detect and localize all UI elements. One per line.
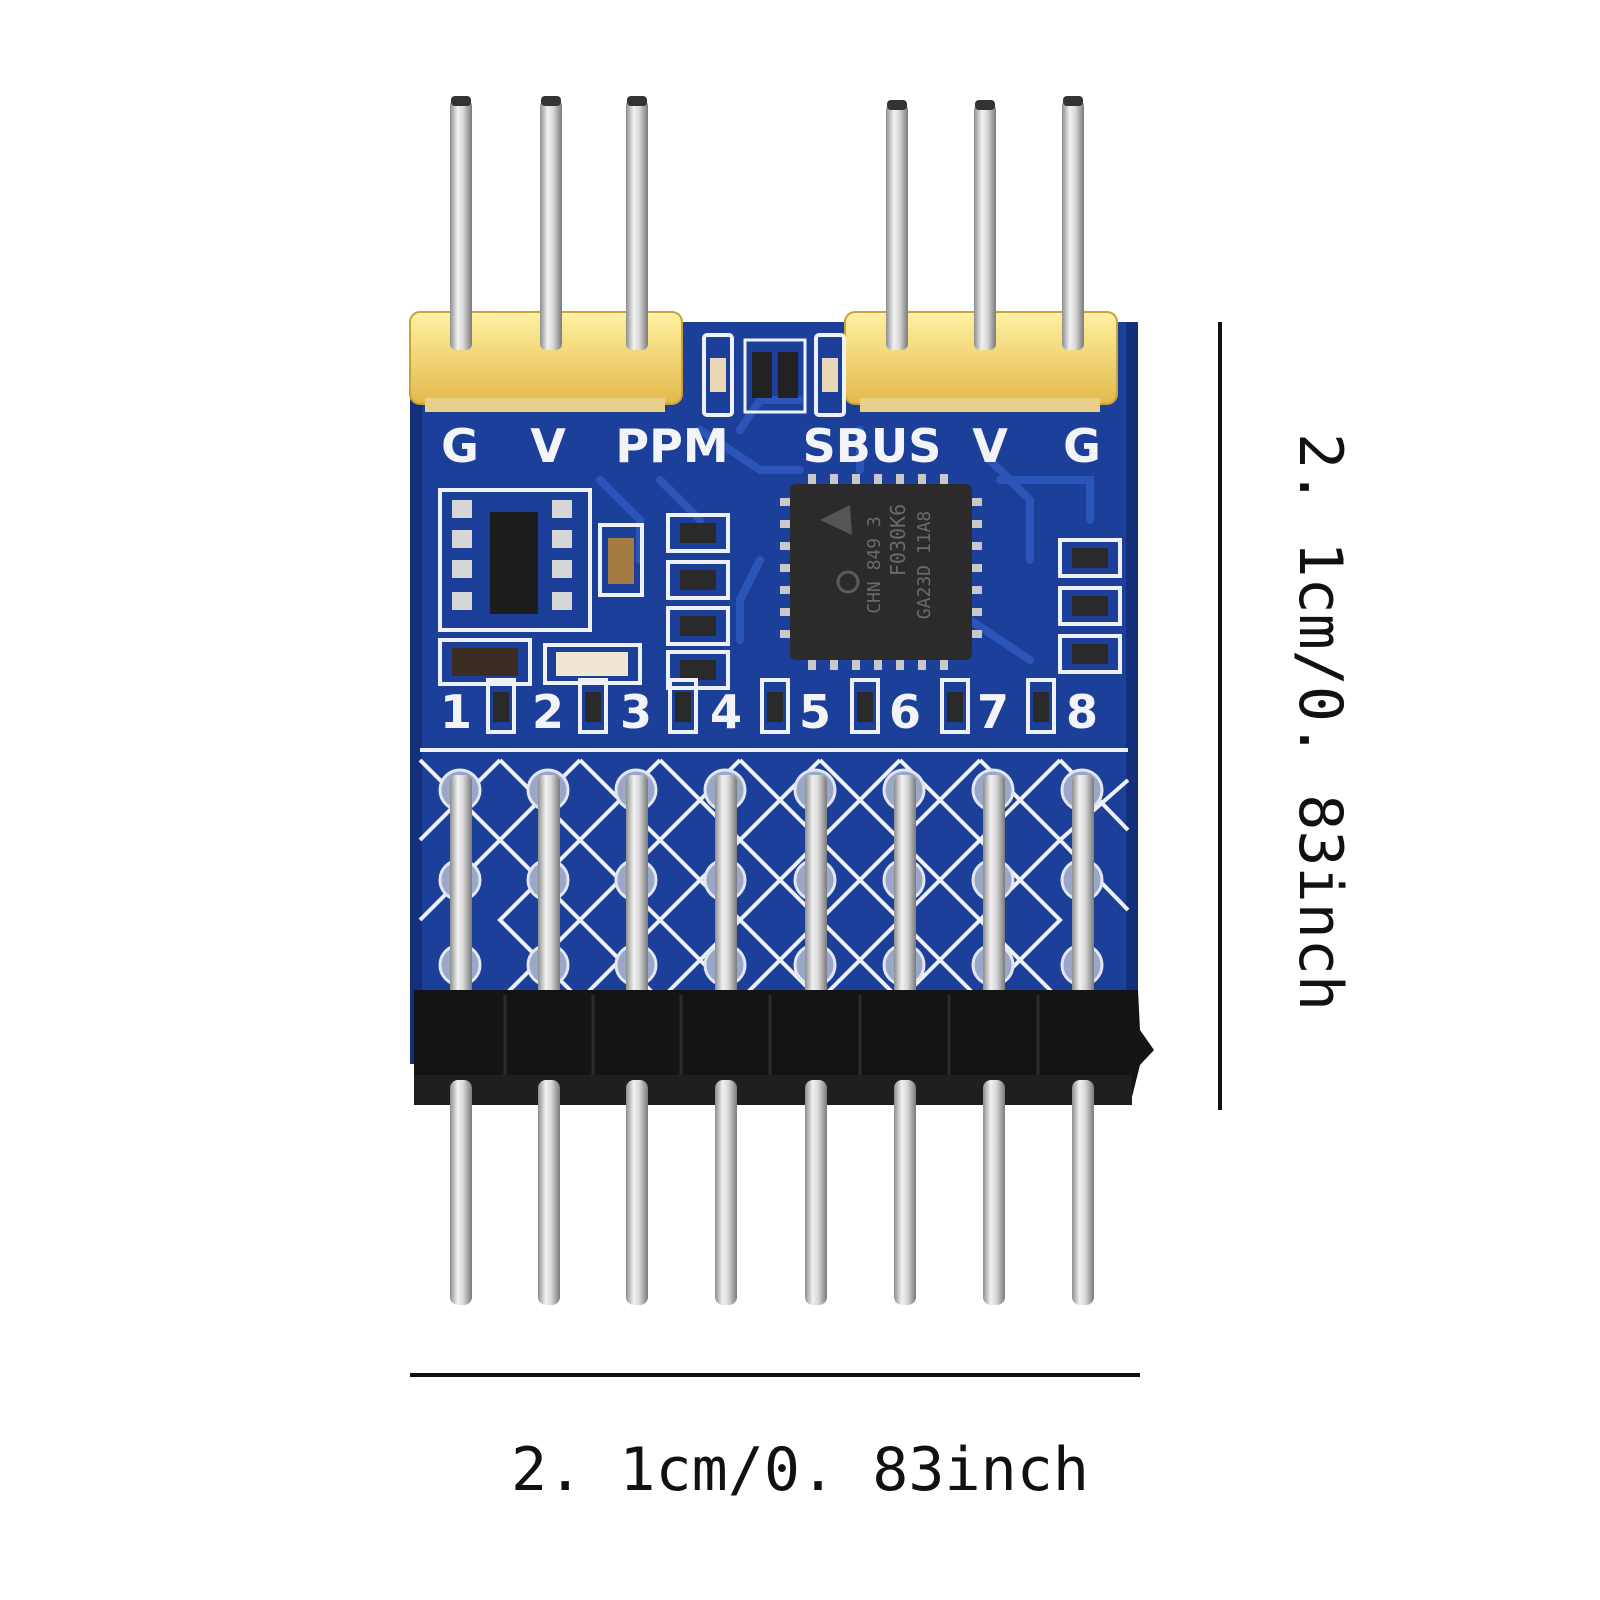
regulator-area xyxy=(438,488,644,686)
top-pins xyxy=(450,96,1084,350)
label-ch-7: 7 xyxy=(977,685,1009,739)
pcb-edge-right xyxy=(1126,322,1138,1064)
label-ch-4: 4 xyxy=(710,685,742,739)
label-ch-1: 1 xyxy=(440,685,472,739)
top-header xyxy=(409,311,1118,412)
channel-labels: 1 2 3 4 5 6 7 8 xyxy=(440,685,1098,739)
label-ch-5: 5 xyxy=(799,685,831,739)
label-top-v-left: V xyxy=(530,419,566,473)
status-leds xyxy=(702,333,846,417)
bottom-pins-upper xyxy=(450,775,1094,1005)
label-ppm: PPM xyxy=(615,419,728,473)
label-ch-8: 8 xyxy=(1066,685,1098,739)
bottom-header xyxy=(414,990,1154,1105)
chip-marking-line1: F030K6 xyxy=(886,504,910,576)
channel-resistors xyxy=(486,678,1056,734)
chip-marking-line2: GA23D 11A8 xyxy=(914,511,935,619)
label-top-v-right: V xyxy=(972,419,1008,473)
label-ch-6: 6 xyxy=(889,685,921,739)
dimension-label-vertical: 2. 1cm/0. 83inch xyxy=(1285,433,1355,1011)
label-top-g-left: G xyxy=(441,419,479,473)
pcb-traces xyxy=(596,396,1094,664)
top-labels: G V PPM SBUS V G xyxy=(441,419,1101,473)
label-ch-3: 3 xyxy=(620,685,652,739)
pcb-edge xyxy=(410,322,422,1064)
mcu-chip: F030K6 GA23D 11A8 CHN 849 3 xyxy=(780,474,982,670)
label-top-g-right: G xyxy=(1063,419,1101,473)
label-sbus: SBUS xyxy=(803,419,942,473)
resistor-stacks xyxy=(666,513,1122,690)
label-ch-2: 2 xyxy=(532,685,564,739)
bottom-pins-lower xyxy=(450,1080,1094,1305)
chip-marking-line3: CHN 849 3 xyxy=(864,516,885,614)
dimension-label-horizontal: 2. 1cm/0. 83inch xyxy=(511,1435,1089,1505)
